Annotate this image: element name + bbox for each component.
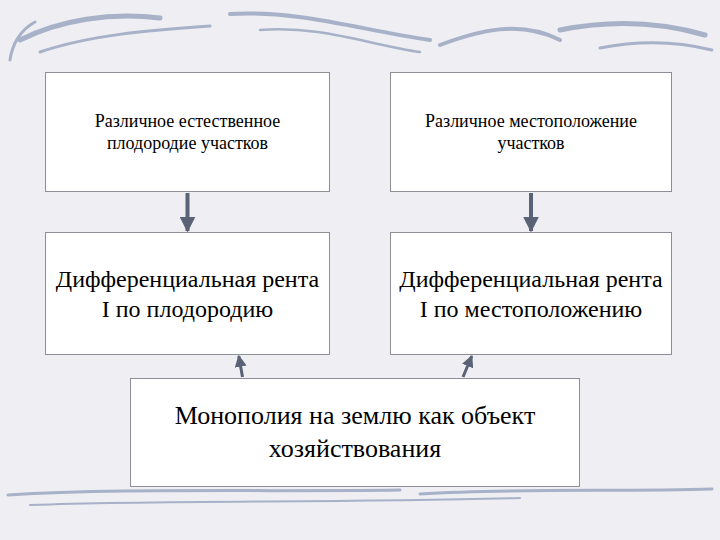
node-label: Дифференциальная рента I по плодородию [54,264,321,324]
cause-box: Различное местоположение участков [390,72,672,192]
arrow-connector [463,356,472,377]
brush-strokes [8,13,712,505]
node-label: Различное естественное плодородие участк… [56,110,319,155]
arrow-connector [186,193,190,231]
arrow-connector [239,356,243,377]
node-label: Дифференциальная рента I по местоположен… [399,264,663,324]
cause-box: Различное естественное плодородие участк… [45,72,330,192]
node-label: Различное местоположение участков [401,110,661,155]
rent-box: Дифференциальная рента I по местоположен… [390,232,672,355]
monopoly-box: Монополия на землю как объект хозяйствов… [130,378,580,487]
arrow-connector [529,193,533,231]
rent-box: Дифференциальная рента I по плодородию [45,232,330,355]
node-label: Монополия на землю как объект хозяйствов… [141,400,569,465]
